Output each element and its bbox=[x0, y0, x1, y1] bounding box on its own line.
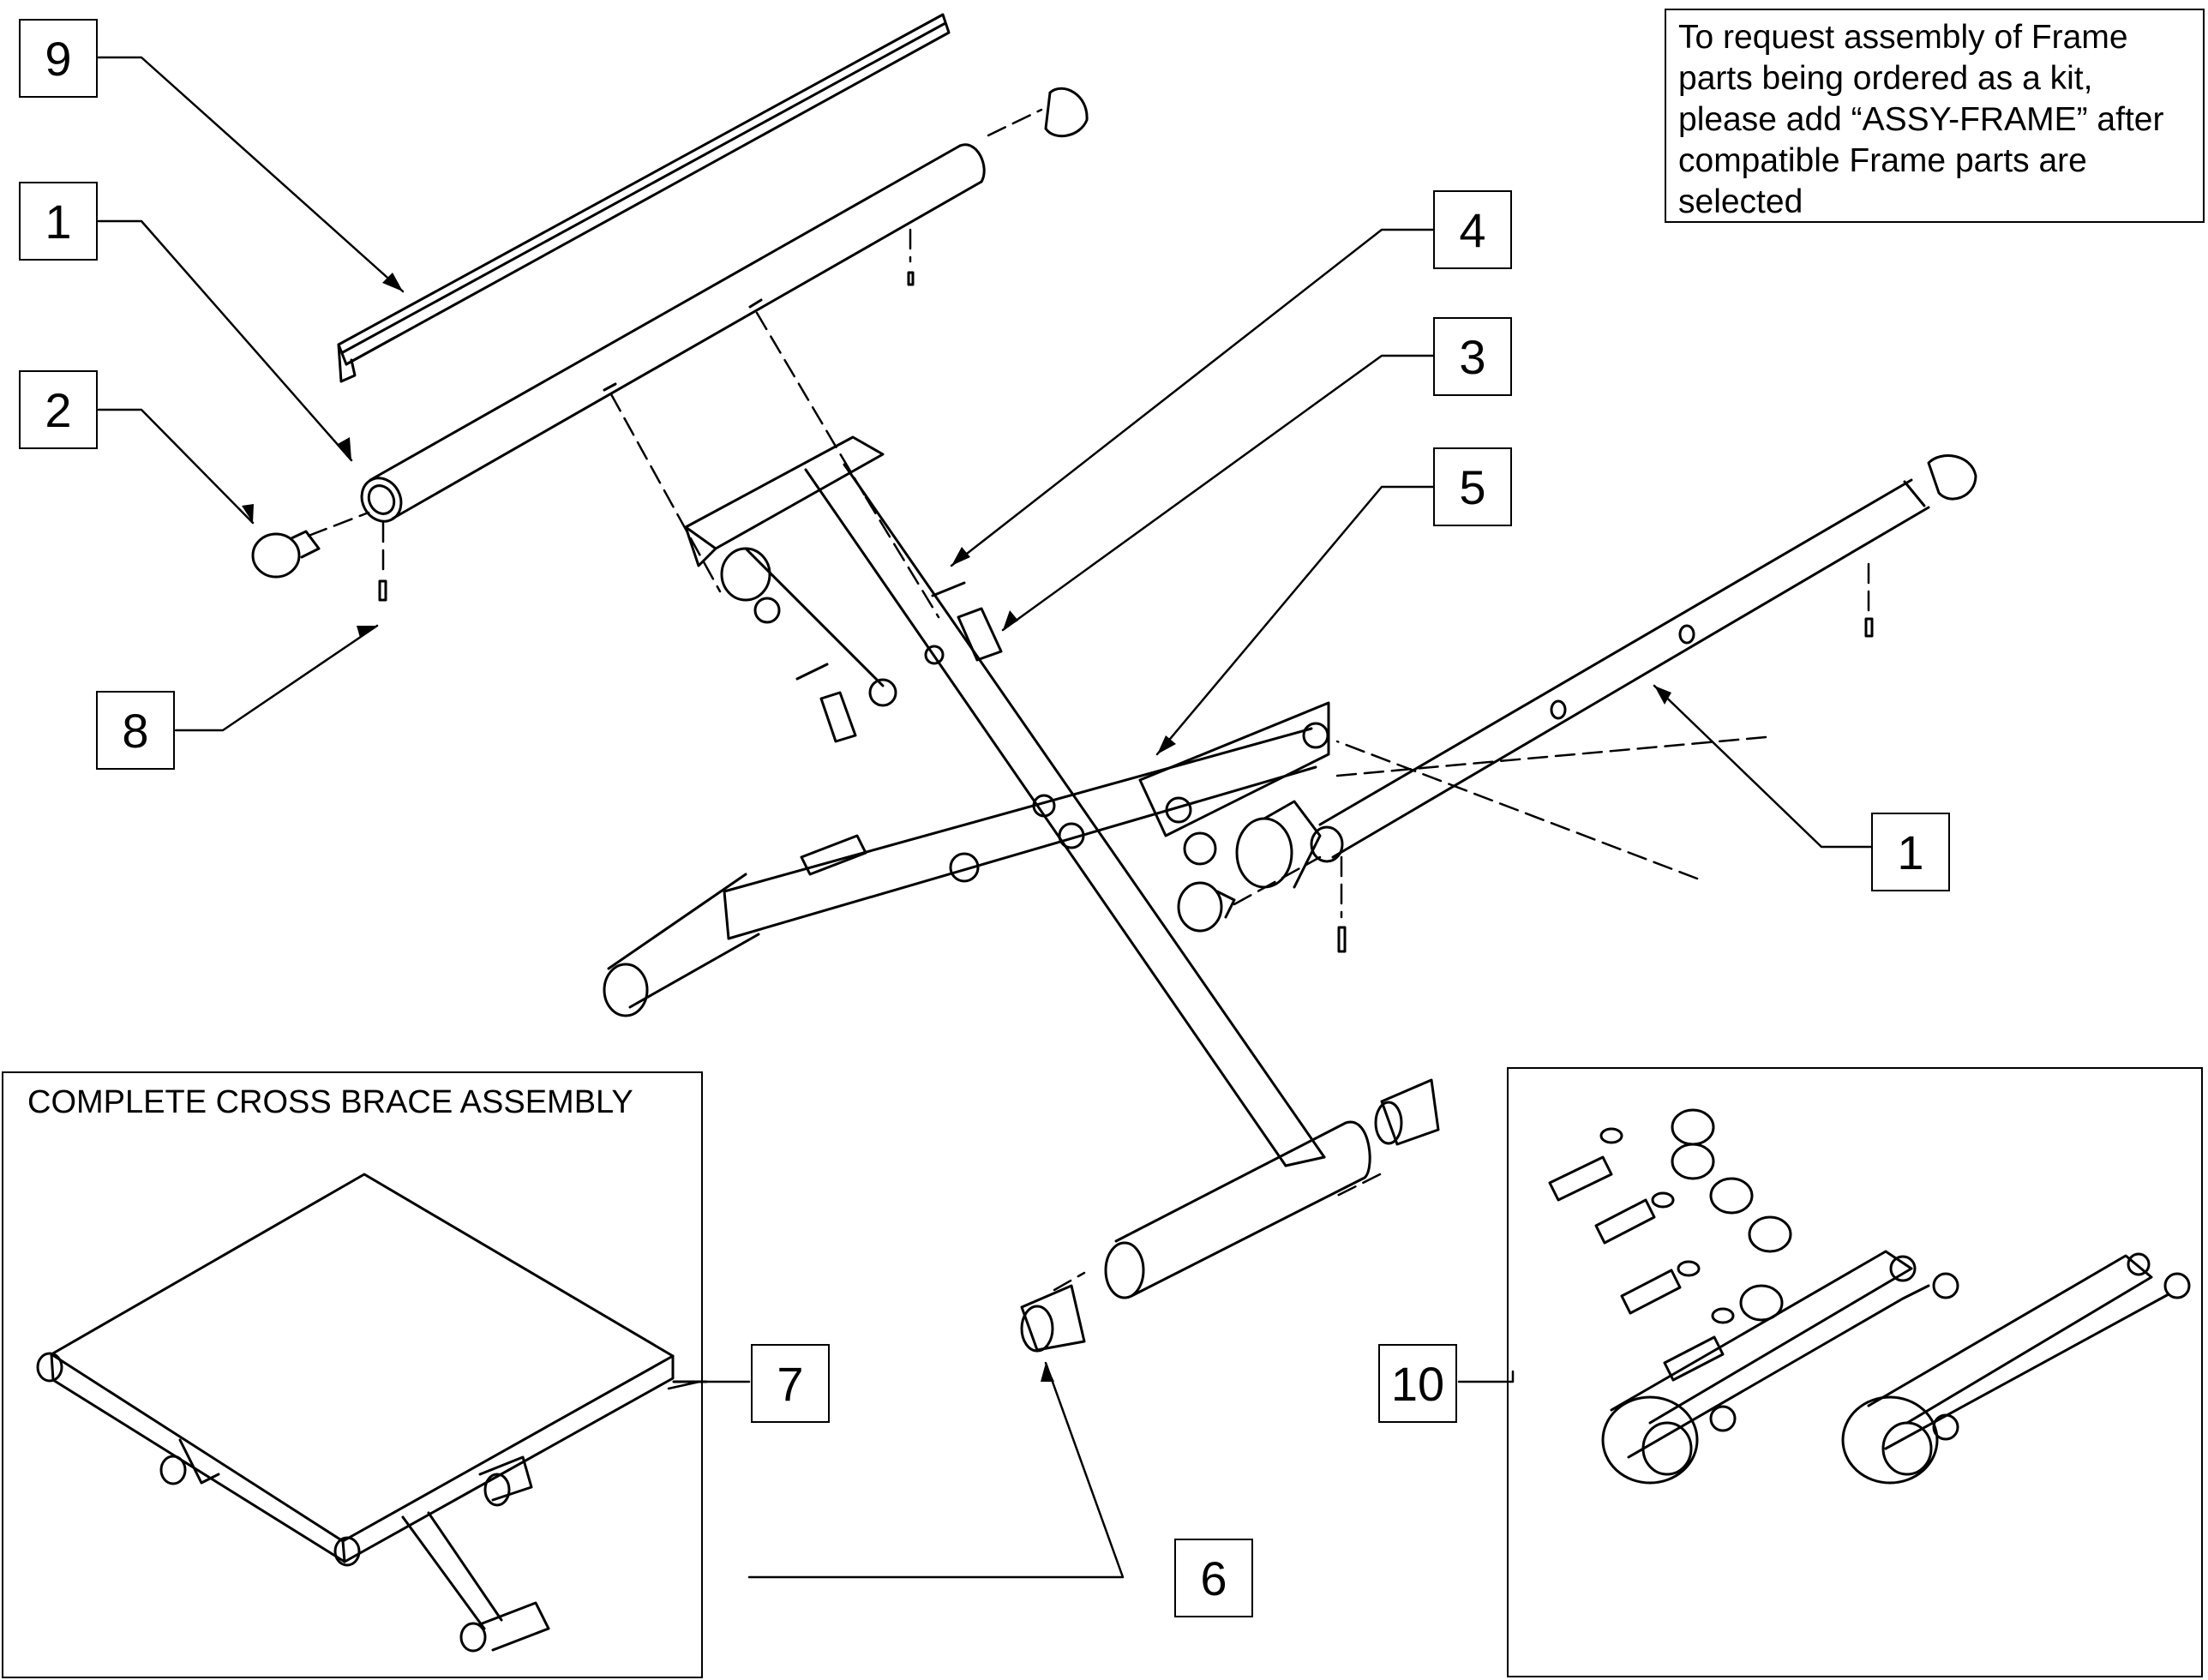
note-line: selected bbox=[1678, 183, 1803, 220]
right-tube-part bbox=[1235, 478, 1930, 889]
callout-7: 7 bbox=[751, 1344, 830, 1423]
callout-1-right: 1 bbox=[1871, 813, 1950, 891]
side-frame-tube-part bbox=[603, 701, 1330, 1017]
callout-4: 4 bbox=[1433, 190, 1512, 269]
leader-lines bbox=[97, 56, 1873, 1579]
callout-9: 9 bbox=[19, 19, 98, 98]
callout-8: 8 bbox=[96, 691, 175, 770]
note-line: please add “ASSY-FRAME” after bbox=[1678, 101, 2164, 138]
note-line: compatible Frame parts are bbox=[1678, 142, 2087, 179]
leader-arrowheads bbox=[242, 273, 1671, 1382]
cross-brace-tube-part bbox=[684, 435, 1326, 1167]
hardware-kit-illustration bbox=[1548, 1108, 2191, 1485]
alignment-dashed-lines bbox=[307, 108, 1870, 1292]
callout-5: 5 bbox=[1433, 447, 1512, 526]
callout-6: 6 bbox=[1174, 1539, 1253, 1617]
end-cap-part bbox=[251, 87, 1977, 933]
upper-rail-channel-part bbox=[337, 13, 951, 383]
note-line: To request assembly of Frame bbox=[1678, 19, 2128, 56]
callout-3: 3 bbox=[1433, 317, 1512, 396]
cross-brace-assembly-inset bbox=[2, 1071, 703, 1678]
inset-title: COMPLETE CROSS BRACE ASSEMBLY bbox=[27, 1084, 633, 1120]
screw-part bbox=[378, 271, 1874, 953]
note-line: parts being ordered as a kit, bbox=[1678, 60, 2093, 97]
lower-tube-part bbox=[1020, 1078, 1440, 1353]
seat-tube-part bbox=[360, 143, 986, 523]
callout-10: 10 bbox=[1378, 1344, 1457, 1423]
cross-brace-assembly-illustration bbox=[36, 1173, 708, 1653]
assembly-note: To request assembly of Frame parts being… bbox=[1665, 9, 2205, 223]
hardware-kit-inset bbox=[1507, 1067, 2203, 1677]
callout-2: 2 bbox=[19, 370, 98, 449]
callout-1: 1 bbox=[19, 182, 98, 261]
